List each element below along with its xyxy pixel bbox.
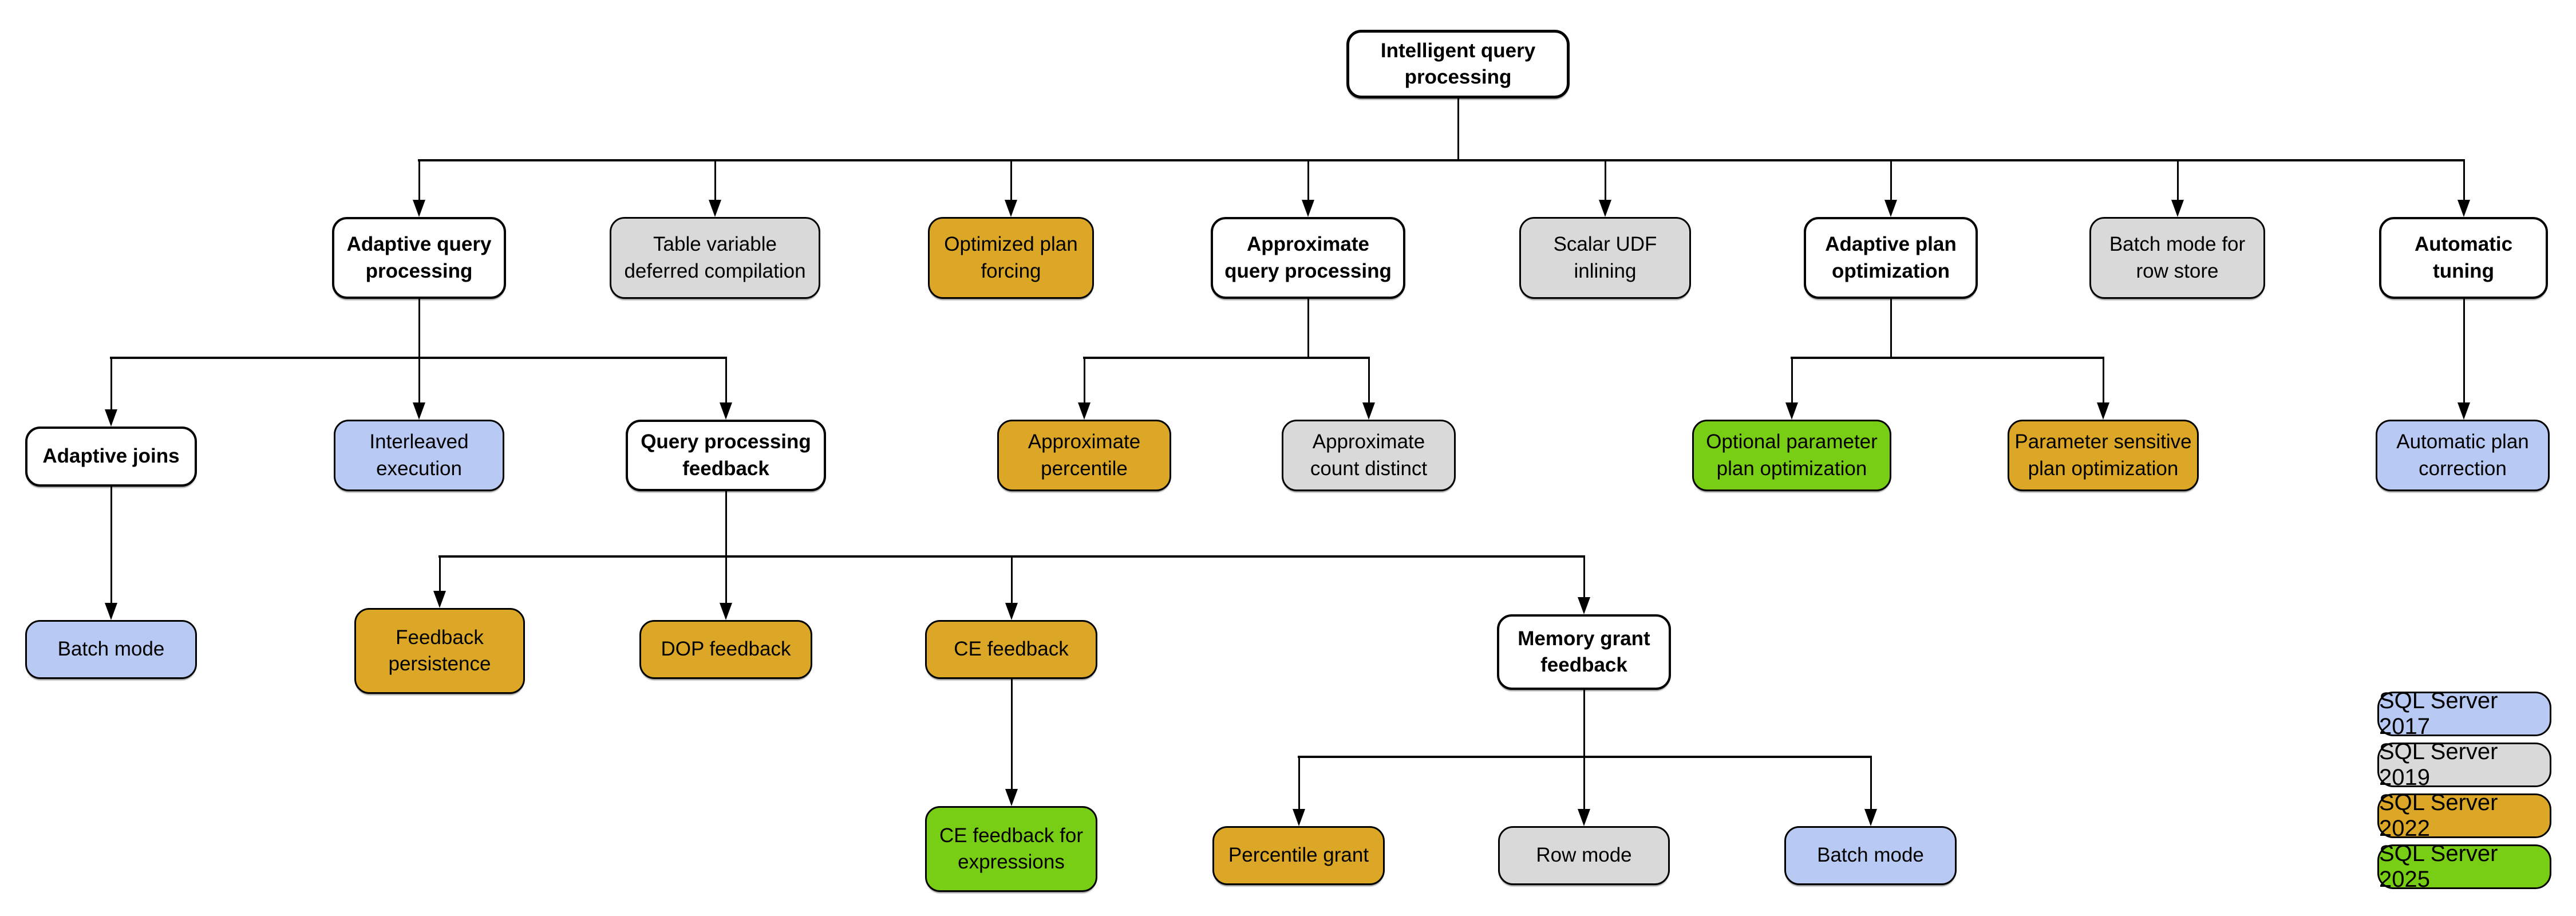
edge-line [2177,159,2179,200]
edge-line [714,159,716,200]
edge-line [418,159,2465,161]
node-automatic-plan-correction: Automatic plan correction [2376,420,2550,491]
arrow-down-icon [1884,200,1897,217]
edge-line [1890,159,1892,200]
edge-line [1605,159,1606,200]
node-adaptive-joins: Adaptive joins [25,427,197,487]
node-row-mode: Row mode [1498,826,1670,885]
edge-line [1791,357,1793,402]
arrow-down-icon [2458,200,2470,217]
arrow-down-icon [1078,402,1091,420]
edge-line [725,357,727,402]
arrow-down-icon [1362,402,1375,420]
edge-line [1307,299,1309,357]
node-ce-feedback: CE feedback [925,620,1097,679]
edge-line [1583,555,1585,597]
edge-line [439,555,441,591]
edge-line [2103,357,2104,402]
edge-line [2463,299,2465,402]
node-parameter-sensitive-plan-optimization: Parameter sensitive plan optimization [2008,420,2199,491]
edge-line [1084,357,1085,402]
edge-line [110,487,112,603]
arrow-down-icon [105,409,117,427]
edge-line [110,357,727,359]
node-feedback-persistence: Feedback persistence [354,608,525,694]
edge-line [1890,299,1892,357]
edge-line [418,159,420,200]
edge-line [1791,357,2104,359]
node-table-variable-deferred-compilation: Table variable deferred compilation [610,217,820,299]
node-interleaved-execution: Interleaved execution [334,420,504,491]
node-batch-mode-for-row-store: Batch mode for row store [2089,217,2265,299]
edge-line [418,357,420,402]
edge-line [110,357,112,409]
node-ce-feedback-for-expressions: CE feedback for expressions [925,806,1097,892]
node-percentile-grant: Percentile grant [1212,826,1385,885]
arrow-down-icon [433,591,446,608]
legend-sql-server-2019: SQL Server 2019 [2377,739,2551,790]
legend-sql-server-2017: SQL Server 2017 [2377,688,2551,739]
edge-line [725,555,727,603]
node-approximate-query-processing: Approximate query processing [1211,217,1405,299]
arrow-down-icon [1302,200,1314,217]
arrow-down-icon [1005,200,1017,217]
edge-line [418,299,420,357]
edge-line [1010,159,1012,200]
arrow-down-icon [105,603,117,620]
node-scalar-udf-inlining: Scalar UDF inlining [1519,217,1691,299]
node-optimized-plan-forcing: Optimized plan forcing [928,217,1094,299]
node-query-processing-feedback: Query processing feedback [626,420,826,491]
edge-line [1583,690,1585,756]
edge-line [2463,159,2465,200]
edge-line [1457,98,1459,159]
arrow-down-icon [1578,809,1590,826]
arrow-down-icon [1599,200,1611,217]
edge-line [1011,679,1013,789]
arrow-down-icon [1578,597,1590,614]
edge-line [725,491,727,555]
node-batch-mode-under-memory-grant: Batch mode [1784,826,1957,885]
arrow-down-icon [1785,402,1798,420]
node-automatic-tuning: Automatic tuning [2379,217,2548,299]
arrow-down-icon [709,200,721,217]
edge-line [438,555,1585,558]
arrow-down-icon [1005,603,1018,620]
edge-line [1298,756,1300,809]
edge-line [1870,756,1872,809]
arrow-down-icon [1005,789,1018,806]
node-optional-parameter-plan-optimization: Optional parameter plan optimization [1692,420,1891,491]
edge-line [1307,159,1309,200]
arrow-down-icon [720,402,732,420]
edge-line [1583,756,1585,809]
edge-line [1011,555,1013,603]
edge-line [1298,756,1872,758]
arrow-down-icon [1864,809,1877,826]
arrow-down-icon [720,603,732,620]
legend-sql-server-2025: SQL Server 2025 [2377,841,2551,892]
edge-line [1368,357,1370,402]
node-intelligent-query-processing: Intelligent query processing [1346,30,1570,98]
legend-sql-server-2022: SQL Server 2022 [2377,790,2551,841]
arrow-down-icon [413,200,425,217]
node-approximate-count-distinct: Approximate count distinct [1282,420,1456,491]
node-adaptive-query-processing: Adaptive query processing [332,217,506,299]
node-memory-grant-feedback: Memory grant feedback [1497,614,1671,690]
arrow-down-icon [2097,402,2109,420]
arrow-down-icon [2171,200,2184,217]
node-adaptive-plan-optimization: Adaptive plan optimization [1804,217,1978,299]
edge-line [1083,357,1370,359]
node-dop-feedback: DOP feedback [639,620,812,679]
arrow-down-icon [1293,809,1305,826]
node-batch-mode-under-adaptive-joins: Batch mode [25,620,197,679]
node-approximate-percentile: Approximate percentile [997,420,1171,491]
arrow-down-icon [413,402,425,420]
arrow-down-icon [2458,402,2470,420]
